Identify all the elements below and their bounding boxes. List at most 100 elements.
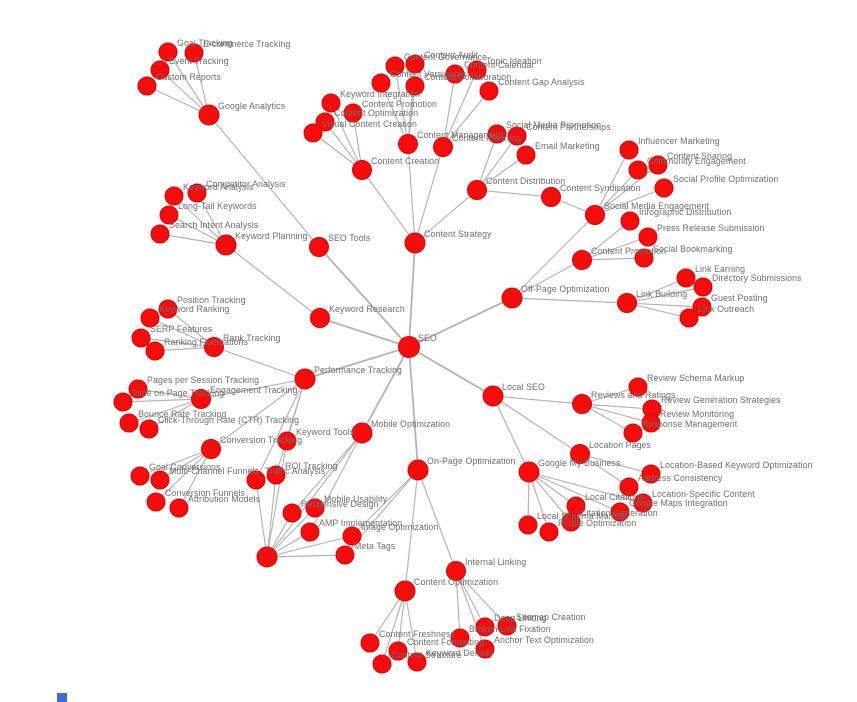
node-conversion-tracking[interactable] bbox=[201, 439, 221, 459]
node-infographic-distribution[interactable] bbox=[620, 211, 640, 231]
node-keyword-tools[interactable] bbox=[277, 431, 297, 451]
node-social-bookmarking[interactable] bbox=[634, 248, 654, 268]
node-community-engagement[interactable] bbox=[628, 160, 648, 180]
node-custom-reports[interactable] bbox=[137, 76, 157, 96]
node-seo[interactable] bbox=[398, 336, 420, 358]
node-search-intent-analysis[interactable] bbox=[150, 224, 170, 244]
node-time-on-page-tracking[interactable] bbox=[113, 392, 133, 412]
node-keyword-density[interactable] bbox=[407, 652, 427, 672]
node-content-freshness[interactable] bbox=[360, 633, 380, 653]
node-goal-tracking[interactable] bbox=[158, 42, 178, 62]
node-content-distribution[interactable] bbox=[467, 180, 487, 200]
node-content-promotion-1[interactable] bbox=[343, 103, 363, 123]
node-response-management[interactable] bbox=[623, 423, 643, 443]
node-deep-linking[interactable] bbox=[475, 617, 495, 637]
node-directory-submissions[interactable] bbox=[693, 277, 713, 297]
node-pages-per-session-tracking[interactable] bbox=[128, 379, 148, 399]
node-keyword-ranking[interactable] bbox=[140, 308, 160, 328]
node-location-specific-content[interactable] bbox=[633, 493, 653, 513]
node-review-schema-markup[interactable] bbox=[628, 377, 648, 397]
node-position-tracking[interactable] bbox=[158, 299, 178, 319]
node-google-my-business[interactable] bbox=[518, 461, 540, 483]
node-content-partnerships[interactable] bbox=[507, 126, 527, 146]
node-competitor-analysis[interactable] bbox=[187, 183, 207, 203]
node-mobile-usability[interactable] bbox=[305, 498, 325, 518]
node-long-tail-keywords[interactable] bbox=[159, 205, 179, 225]
node-bounce-rate-tracking[interactable] bbox=[119, 413, 139, 433]
node-email-marketing[interactable] bbox=[516, 145, 536, 165]
node-keyword-research[interactable] bbox=[310, 308, 330, 328]
node-goal-conversions[interactable] bbox=[130, 466, 150, 486]
node-social-media-promotion[interactable] bbox=[487, 124, 507, 144]
node-visual-content-creation[interactable] bbox=[303, 123, 323, 143]
node-ctr-tracking[interactable] bbox=[139, 419, 159, 439]
node-link-building[interactable] bbox=[617, 293, 637, 313]
node-reviews-and-ratings[interactable] bbox=[572, 394, 592, 414]
node-image-optimization[interactable] bbox=[342, 526, 362, 546]
node-responsive-design[interactable] bbox=[282, 503, 302, 523]
node-content-optimization-2[interactable] bbox=[394, 580, 416, 602]
node-mobile-optimization[interactable] bbox=[351, 422, 373, 444]
node-content-gap-analysis[interactable] bbox=[479, 81, 499, 101]
node-amp-implementation[interactable] bbox=[300, 522, 320, 542]
node-content-strategy[interactable] bbox=[404, 232, 426, 254]
node-on-page-optimization[interactable] bbox=[407, 459, 429, 481]
node-google-analytics[interactable] bbox=[198, 104, 220, 126]
node-performance-tracking[interactable] bbox=[294, 368, 316, 390]
node-traffic-analysis[interactable] bbox=[246, 470, 266, 490]
node-content-audit[interactable] bbox=[405, 54, 425, 74]
node-topic-ideation[interactable] bbox=[467, 60, 487, 80]
node-link-earning[interactable] bbox=[676, 268, 696, 288]
node-content-governance[interactable] bbox=[385, 56, 405, 76]
node-influencer-marketing[interactable] bbox=[619, 140, 639, 160]
node-seo-tools[interactable] bbox=[309, 237, 329, 257]
node-off-page-optimization[interactable] bbox=[501, 287, 523, 309]
node-internal-linking[interactable] bbox=[446, 561, 466, 581]
node-profile-optimization[interactable] bbox=[539, 522, 559, 542]
node-rank-tracking[interactable] bbox=[204, 337, 224, 357]
node-serp-features[interactable] bbox=[131, 328, 151, 348]
node-local-schema-markup[interactable] bbox=[518, 515, 538, 535]
node-content-optimization-1[interactable] bbox=[315, 112, 335, 132]
node-roi-tracking[interactable] bbox=[266, 465, 286, 485]
node-citation-generation[interactable] bbox=[561, 512, 581, 532]
node-content-versioning[interactable] bbox=[371, 73, 391, 93]
node-local-seo[interactable] bbox=[482, 385, 504, 407]
node-google-maps-integration[interactable] bbox=[610, 502, 630, 522]
node-content-promotion-2[interactable] bbox=[572, 250, 592, 270]
node-press-release-submission[interactable] bbox=[638, 227, 658, 247]
node-content-sharing[interactable] bbox=[648, 155, 668, 175]
node-ranking-fluctuations[interactable] bbox=[145, 341, 165, 361]
node-keyword-planning[interactable] bbox=[215, 234, 237, 256]
node-content-calendar[interactable] bbox=[445, 64, 465, 84]
node-anchor-text-optimization[interactable] bbox=[475, 639, 495, 659]
node-multi-channel-funnels[interactable] bbox=[150, 470, 170, 490]
node-content-syndication[interactable] bbox=[541, 187, 561, 207]
node-content-collaboration[interactable] bbox=[405, 76, 425, 96]
node-guest-posting[interactable] bbox=[692, 297, 712, 317]
node-meta-tags[interactable] bbox=[335, 545, 355, 565]
node-content-planning[interactable] bbox=[433, 137, 453, 157]
node-review-monitoring[interactable] bbox=[641, 413, 661, 433]
node-content-management[interactable] bbox=[398, 134, 418, 154]
node-keyword-integration[interactable] bbox=[321, 93, 341, 113]
node-content-structure[interactable] bbox=[372, 654, 392, 674]
node-social-media-engagement[interactable] bbox=[585, 205, 605, 225]
node-mobile-hub[interactable] bbox=[256, 546, 278, 568]
node-content-creation[interactable] bbox=[352, 160, 372, 180]
node-conversion-funnels[interactable] bbox=[146, 492, 166, 512]
node-keyword-analysis[interactable] bbox=[164, 186, 184, 206]
node-attribution-models[interactable] bbox=[169, 498, 189, 518]
node-location-pages[interactable] bbox=[570, 444, 590, 464]
node-location-based-keyword-optimization[interactable] bbox=[641, 464, 661, 484]
node-engagement-tracking[interactable] bbox=[191, 389, 211, 409]
node-event-tracking[interactable] bbox=[150, 60, 170, 80]
node-address-consistency[interactable] bbox=[619, 477, 639, 497]
node-social-profile-optimization[interactable] bbox=[654, 178, 674, 198]
node-content-formatting[interactable] bbox=[388, 641, 408, 661]
node-broken-link-fixation[interactable] bbox=[450, 628, 470, 648]
node-ecommerce-tracking[interactable] bbox=[184, 43, 204, 63]
node-sitemap-creation[interactable] bbox=[497, 616, 517, 636]
node-link-outreach[interactable] bbox=[679, 308, 699, 328]
